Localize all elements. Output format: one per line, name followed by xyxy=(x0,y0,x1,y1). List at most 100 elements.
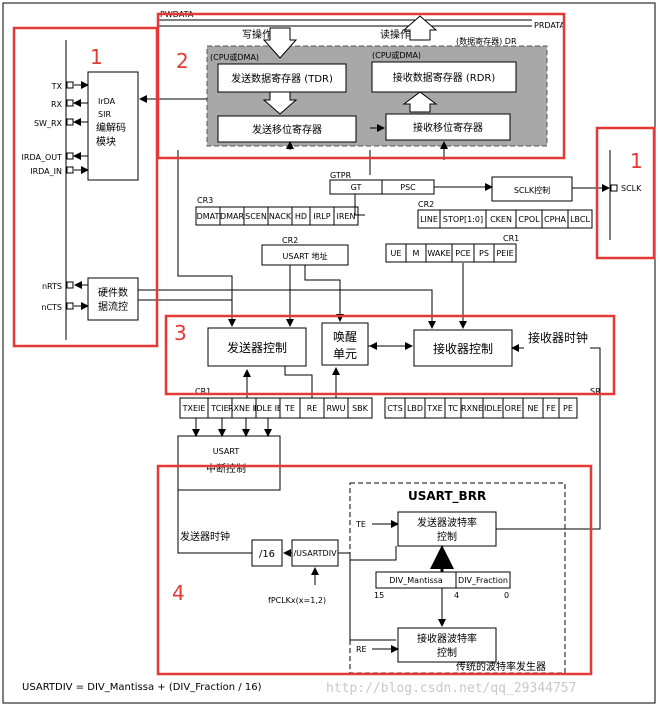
irda-sir-codec xyxy=(87,71,139,181)
usartdiv-to-tx-baud xyxy=(338,546,397,561)
read-op-label: 读操作 xyxy=(380,28,410,41)
irda-l1: IrDA xyxy=(98,97,116,106)
pin-ncts-pad xyxy=(66,302,74,310)
cr1-top-bit-label: M xyxy=(413,249,420,258)
sr-bit-label: LBD xyxy=(407,404,423,413)
rx-baud-l2: 控制 xyxy=(437,646,457,659)
rx-clock-label: 接收器时钟 xyxy=(528,330,588,345)
bit-4: 4 xyxy=(454,591,459,600)
tx-control-label: 发送器控制 xyxy=(227,340,287,355)
cr1-bottom-bit-label: RXNE IE xyxy=(228,404,260,413)
region-3 xyxy=(164,314,616,396)
bit-15: 15 xyxy=(374,591,384,600)
cr1-top-bit-label: PCE xyxy=(455,249,470,258)
cr1-bottom-bit-label: TXEIE xyxy=(182,404,206,413)
hwflow-l2: 据流控 xyxy=(98,300,128,313)
rx-control-label: 接收器控制 xyxy=(433,341,493,356)
tx-control xyxy=(207,327,307,367)
pin-sw-rx-pad xyxy=(66,118,74,126)
pin-tx: TX xyxy=(51,82,63,91)
cr3-bit-label: DMAT xyxy=(197,212,220,221)
wakeup-l2: 单元 xyxy=(333,347,357,361)
irda-l2: SIR xyxy=(98,110,111,119)
wakeup-l1: 唤醒 xyxy=(333,330,357,344)
gtpr-psc-label: PSC xyxy=(400,183,416,192)
div16-label: /16 xyxy=(259,549,275,560)
irq-control-label: 中断控制 xyxy=(206,462,246,475)
watermark: http://blog.csdn.net/qq_29344757 xyxy=(326,681,576,696)
prdata-label: PRDATA xyxy=(534,21,566,30)
region-4-number: 4 xyxy=(172,581,185,605)
gtpr-label: GTPR xyxy=(330,171,352,180)
tx-baud-l1: 发送器波特率 xyxy=(417,516,477,529)
usart-address-label: USART 地址 xyxy=(283,251,328,261)
sr-bit-label: IDLE xyxy=(484,404,502,413)
cr2-sub-label: CR2 xyxy=(282,236,298,245)
re-to-tx xyxy=(284,366,313,398)
region-2 xyxy=(156,12,566,160)
pin-rx: RX xyxy=(51,100,63,109)
region-1-right xyxy=(595,126,656,260)
rx-shift-register xyxy=(385,113,511,141)
tx-shift-label: 发送移位寄存器 xyxy=(252,123,322,136)
cr1-bottom-bit-cell xyxy=(347,397,373,419)
pin-irda-out-pad xyxy=(66,152,74,160)
cr3-bit-label: IRLP xyxy=(313,212,330,221)
usartdiv-to-rx-baud xyxy=(349,560,396,641)
cr2-label: CR2 xyxy=(418,200,434,209)
tx-clock-line xyxy=(177,490,252,554)
hw-flow-control xyxy=(87,277,139,321)
cr1-bottom-label: CR1 xyxy=(195,387,211,396)
tdr-register xyxy=(217,63,347,93)
cr2-bit-label: LINE xyxy=(420,215,438,224)
usartdiv-label: /USARTDIV xyxy=(293,549,337,558)
irda-l4: 模块 xyxy=(96,136,116,148)
addr-to-wake xyxy=(304,265,344,322)
cpu-dma-read-label: (CPU或DMA) xyxy=(372,50,421,60)
sr-label: SR xyxy=(590,387,601,396)
cr2-bit-label: CKEN xyxy=(490,215,512,224)
cr2-bit-label: LBCL xyxy=(570,215,590,224)
gt-link xyxy=(354,194,365,216)
rx-baud-control xyxy=(397,627,497,663)
pin-irda-in-pad xyxy=(66,166,74,174)
rdr-register xyxy=(371,61,517,93)
cpu-dma-write-label: (CPU或DMA) xyxy=(210,52,259,62)
pin-irda-out: IRDA_OUT xyxy=(22,153,63,162)
rdr-to-read-arrow xyxy=(402,15,438,41)
rx-shift-label: 接收移位寄存器 xyxy=(413,121,483,134)
flow-to-tx xyxy=(138,299,233,326)
sr-bit-label: NE xyxy=(527,404,538,413)
cr1-bottom-bit-label: TCIE xyxy=(210,404,228,413)
pin-irda-in: IRDA_IN xyxy=(30,167,62,176)
region-4 xyxy=(156,464,593,676)
sr-bit-label: TC xyxy=(447,404,458,413)
region-2-number: 2 xyxy=(176,49,189,73)
pclk-label: fPCLKx(x=1,2) xyxy=(268,596,326,605)
cr3-bit-label: IREN xyxy=(337,212,356,221)
tx-baud-out xyxy=(496,347,601,530)
cr3-label: CR3 xyxy=(197,196,213,205)
cr2-bit-label: CPOL xyxy=(518,215,540,224)
cr1-bottom-bit-label: RE xyxy=(307,404,318,413)
div-fraction-label: DIV_Fraction xyxy=(458,576,508,585)
region-1b-number: 1 xyxy=(630,149,643,173)
sr-bit-label: CTS xyxy=(387,404,403,413)
usartdiv-formula: USARTDIV = DIV_Mantissa + (DIV_Fraction … xyxy=(22,682,262,693)
sr-bit-label: ORE xyxy=(505,404,522,413)
tx-baud-l2: 控制 xyxy=(437,530,457,543)
sr-bit-label: FE xyxy=(546,404,556,413)
cr1-bottom-bit-label: SBK xyxy=(352,404,369,413)
shift-to-rdr-arrow xyxy=(402,91,438,113)
cr1-top-bit-label: PEIE xyxy=(496,249,513,258)
pin-tx-pad xyxy=(66,81,74,89)
pin-nrts: nRTS xyxy=(42,282,62,291)
irda-l3: 编解码 xyxy=(96,121,126,134)
region-1-left xyxy=(12,26,159,348)
